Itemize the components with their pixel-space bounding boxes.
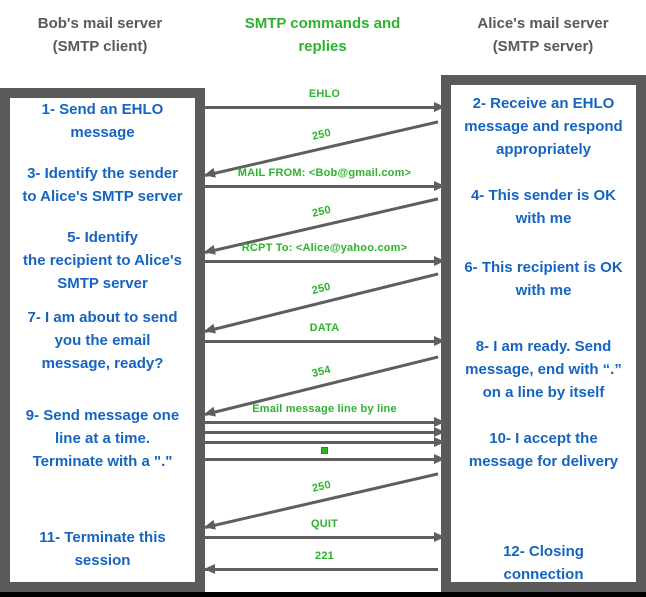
arrow-line <box>205 421 438 424</box>
message-label: EHLO <box>308 88 341 100</box>
arrowhead-right-icon <box>434 256 445 266</box>
arrowhead-right-icon <box>434 532 445 542</box>
arrowhead-right-icon <box>434 427 445 437</box>
message-label: DATA <box>309 322 340 334</box>
arrow-line <box>205 185 438 188</box>
dot-terminator-icon <box>320 447 328 454</box>
arrowhead-right-icon <box>434 336 445 346</box>
server-step-4: 4- This sender is OK with me <box>470 187 617 227</box>
message-label: 250 <box>310 203 333 220</box>
arrowhead-right-icon <box>434 181 445 191</box>
arrow-line <box>205 340 438 343</box>
message-label: 354 <box>310 363 333 380</box>
arrow-line <box>205 536 438 539</box>
message-label: 250 <box>310 126 333 143</box>
arrow-line <box>205 431 438 434</box>
bottom-bar <box>0 592 646 597</box>
arrowhead-right-icon <box>434 454 445 464</box>
message-label: MAIL FROM: <Bob@gmail.com> <box>237 167 412 179</box>
arrow-line <box>205 260 438 263</box>
message-label: 250 <box>310 478 333 495</box>
arrowhead-left-icon <box>204 564 215 574</box>
server-step-12: 12- Closing connection <box>503 543 584 583</box>
arrowhead-right-icon <box>434 437 445 447</box>
client-step-3: 3- Identify the sender to Alice's SMTP s… <box>22 165 183 205</box>
message-label: 221 <box>315 550 334 562</box>
arrow-line <box>205 458 438 461</box>
message-label: 250 <box>310 280 333 297</box>
server-box: 2- Receive an EHLO message and respond a… <box>441 75 646 592</box>
server-step-10: 10- I accept the message for delivery <box>468 430 619 470</box>
commands-header: SMTP commands and replies <box>244 15 401 55</box>
message-label: QUIT <box>310 518 339 530</box>
client-header: Bob's mail server (SMTP client) <box>37 15 163 55</box>
server-step-2: 2- Receive an EHLO message and respond a… <box>464 95 623 158</box>
client-box: 1- Send an EHLO message 3- Identify the … <box>0 88 205 592</box>
arrow-line <box>205 568 438 571</box>
message-label: RCPT To: <Alice@yahoo.com> <box>241 242 408 254</box>
server-step-6: 6- This recipient is OK with me <box>464 259 623 299</box>
arrowhead-right-icon <box>434 102 445 112</box>
client-step-9: 9- Send message one line at a time. Term… <box>25 407 180 470</box>
server-step-8: 8- I am ready. Send message, end with “.… <box>465 338 622 401</box>
server-header: Alice's mail server (SMTP server) <box>477 15 609 55</box>
client-step-7: 7- I am about to send you the email mess… <box>27 309 178 372</box>
arrow-line <box>205 106 438 109</box>
client-step-1: 1- Send an EHLO message <box>41 101 164 141</box>
client-step-11: 11- Terminate this session <box>39 529 166 569</box>
arrowhead-right-icon <box>434 417 445 427</box>
message-label: Email message line by line <box>252 403 397 415</box>
client-step-5: 5- Identify the recipient to Alice's SMT… <box>23 229 182 292</box>
arrow-line <box>205 441 438 444</box>
